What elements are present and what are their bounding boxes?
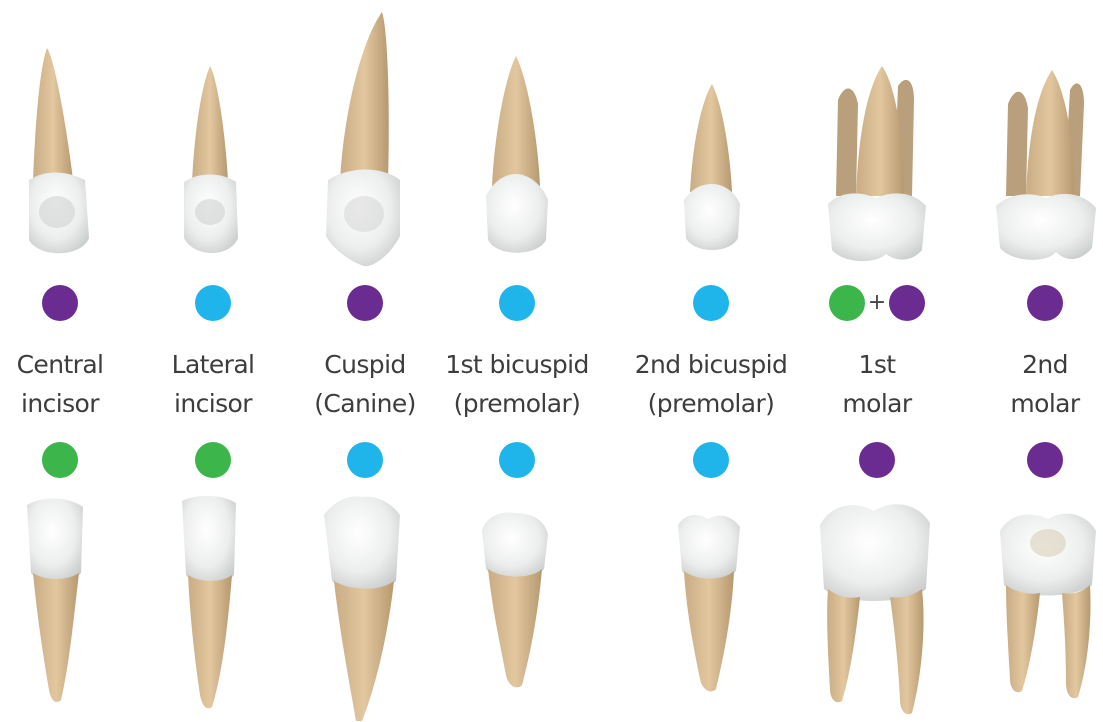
tooth-label: 2nd bicuspid (premolar) [624,345,798,423]
lower-dots [636,442,786,478]
lower-dots [970,442,1103,478]
upper-blue-dot [499,285,535,321]
upper-purple-dot [347,285,383,321]
lower-blue-dot [499,442,535,478]
upper-dots [290,285,440,321]
upper-2nd-bicuspid-image [636,0,786,275]
upper-dots [0,285,135,321]
lower-purple-dot [859,442,895,478]
upper-blue-dot [693,285,729,321]
tooth-column-2nd-molar: 2nd molar [970,0,1103,722]
lower-green-dot [42,442,78,478]
upper-dots [636,285,786,321]
tooth-label-line2: (premolar) [430,384,604,423]
lower-2nd-molar-image [970,485,1103,722]
tooth-column-1st-bicuspid: 1st bicuspid (premolar) [442,0,592,722]
upper-cuspid-image [290,0,440,275]
tooth-label-line1: 1st bicuspid [430,345,604,384]
tooth-label-line2: incisor [126,384,300,423]
lower-cuspid-image [290,485,440,722]
upper-1st-bicuspid-image [442,0,592,275]
tooth-label: 2nd molar [958,345,1103,423]
lower-green-dot [195,442,231,478]
tooth-label-line2: molar [790,384,964,423]
upper-dots [442,285,592,321]
tooth-label: Cuspid (Canine) [278,345,452,423]
upper-1st-molar-image [802,0,952,275]
tooth-column-1st-molar: + 1st molar [802,0,952,722]
tooth-label-line1: 1st [790,345,964,384]
upper-green-dot [829,285,865,321]
lower-blue-dot [347,442,383,478]
lower-dots [0,442,135,478]
lower-1st-molar-image [802,485,952,722]
lower-dots [802,442,952,478]
lower-dots [290,442,440,478]
lower-1st-bicuspid-image [442,485,592,722]
upper-purple-dot [889,285,925,321]
tooth-label: 1st molar [790,345,964,423]
upper-central-incisor-image [0,0,135,275]
tooth-label-line1: 2nd bicuspid [624,345,798,384]
lower-2nd-bicuspid-image [636,485,786,722]
lower-purple-dot [1027,442,1063,478]
tooth-label-line2: (Canine) [278,384,452,423]
upper-dots [138,285,288,321]
tooth-label-line2: molar [958,384,1103,423]
tooth-label-line2: incisor [0,384,147,423]
tooth-label: Lateral incisor [126,345,300,423]
upper-lateral-incisor-image [138,0,288,275]
tooth-label-line1: Central [0,345,147,384]
lower-central-incisor-image [0,485,135,722]
tooth-label-line1: 2nd [958,345,1103,384]
tooth-label-line1: Cuspid [278,345,452,384]
upper-dots [970,285,1103,321]
tooth-label-line1: Lateral [126,345,300,384]
tooth-label: 1st bicuspid (premolar) [430,345,604,423]
upper-purple-dot [1027,285,1063,321]
upper-dots: + [802,285,952,321]
plus-sign: + [868,285,886,321]
tooth-label: Central incisor [0,345,147,423]
tooth-column-lateral-incisor: Lateral incisor [138,0,288,722]
upper-2nd-molar-image [970,0,1103,275]
lower-blue-dot [693,442,729,478]
upper-blue-dot [195,285,231,321]
upper-purple-dot [42,285,78,321]
tooth-column-central-incisor: Central incisor [0,0,135,722]
tooth-column-cuspid: Cuspid (Canine) [290,0,440,722]
lower-lateral-incisor-image [138,485,288,722]
lower-dots [442,442,592,478]
tooth-label-line2: (premolar) [624,384,798,423]
lower-dots [138,442,288,478]
tooth-column-2nd-bicuspid: 2nd bicuspid (premolar) [636,0,786,722]
